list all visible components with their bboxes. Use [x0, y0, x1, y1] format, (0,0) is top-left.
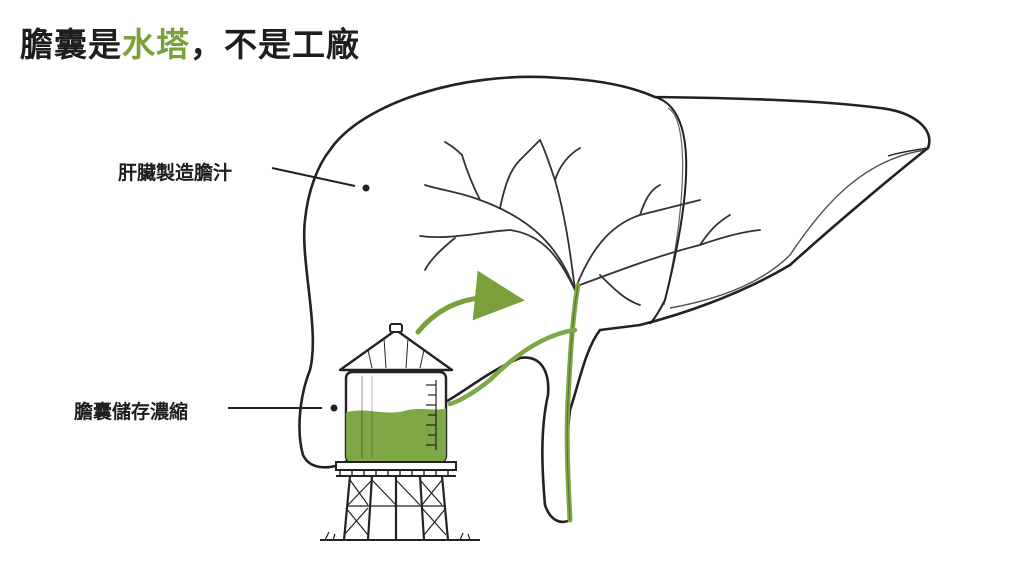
liver-label: 肝臟製造膽汁: [118, 162, 233, 184]
bile-duct-icon: [447, 282, 581, 523]
flow-arrow-icon: [415, 270, 525, 335]
page-title: 膽囊是水塔，不是工廠: [20, 18, 360, 66]
gallbladder-label: 膽囊儲存濃縮: [74, 401, 189, 423]
bile-duct-tree: [419, 139, 761, 306]
gallbladder-leader-line: [228, 404, 338, 412]
title-part-2: ，不是工廠: [190, 25, 360, 64]
water-tower-icon: [320, 323, 480, 541]
title-highlight: 水塔: [122, 25, 190, 64]
title-part-1: 膽囊是: [20, 25, 122, 64]
liver-leader-line: [271, 167, 370, 192]
